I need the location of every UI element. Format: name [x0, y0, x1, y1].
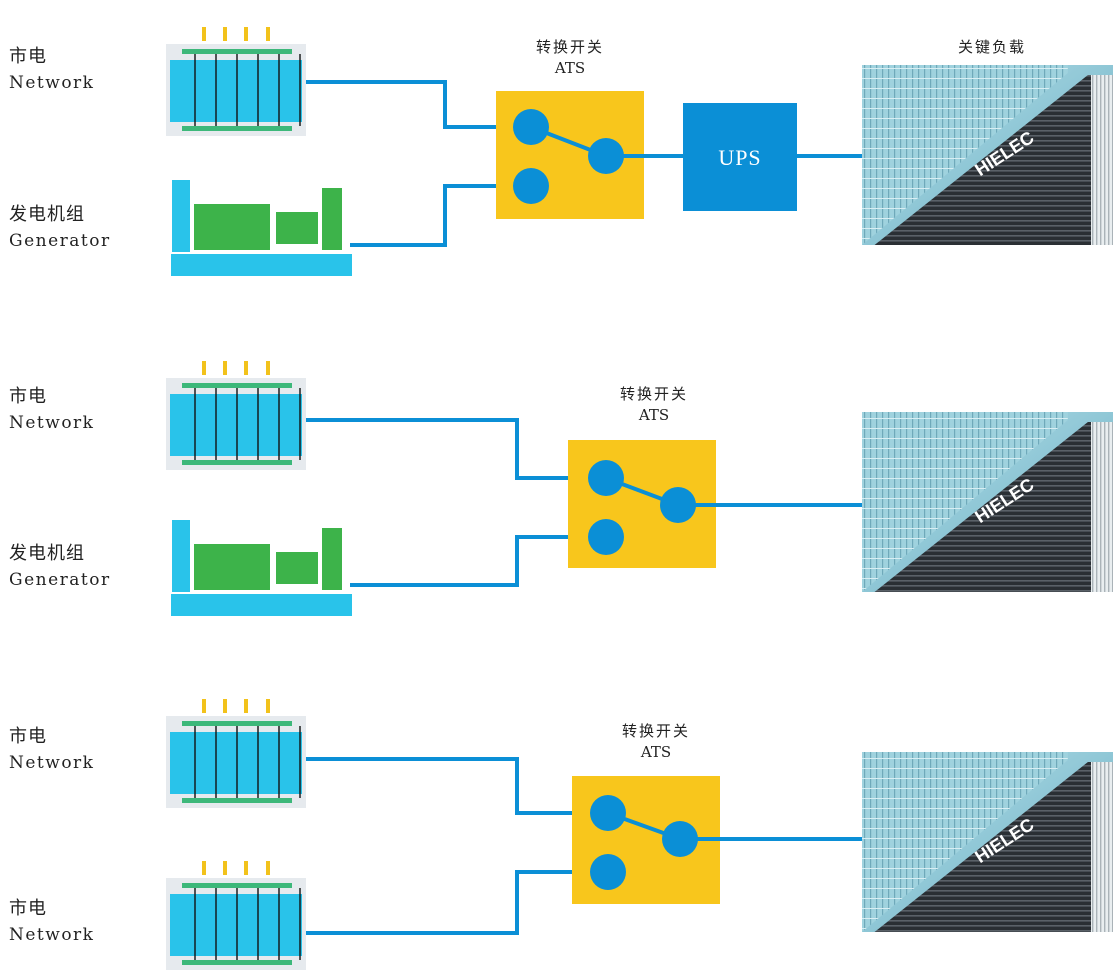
- transformer-icon: [166, 861, 306, 970]
- ats-label: 转换开关 ATS: [596, 720, 716, 762]
- source-name-cn: 发电机组: [9, 543, 85, 564]
- source-name-en: Network: [9, 73, 95, 93]
- building-photo: HIELEC: [862, 412, 1113, 592]
- ats-name-en: ATS: [640, 743, 672, 761]
- source-name-cn: 市电: [9, 726, 47, 747]
- wire: [306, 870, 608, 935]
- building-photo: HIELEC: [862, 65, 1113, 245]
- source-name-en: Network: [9, 413, 95, 433]
- source-name-cn: 市电: [9, 386, 47, 407]
- section-2: HIELEC: [166, 361, 1113, 616]
- ats-label: 转换开关 ATS: [594, 383, 714, 425]
- switch-input-b: [513, 168, 549, 204]
- ats-name-cn: 转换开关: [621, 722, 690, 740]
- ats-name-cn: 转换开关: [535, 38, 604, 56]
- switch-input-b: [590, 854, 626, 890]
- source-name-en: Network: [9, 753, 95, 773]
- switch-input-b: [588, 519, 624, 555]
- source-name-en: Generator: [9, 231, 111, 251]
- source-name-en: Generator: [9, 570, 111, 590]
- ups-box: [683, 103, 797, 211]
- transformer-icon: [166, 361, 306, 470]
- section-1: UPS HIELEC: [166, 27, 1113, 276]
- ats-name-en: ATS: [554, 59, 586, 77]
- switch-input-a: [588, 460, 624, 496]
- transformer-icon: [166, 27, 306, 136]
- switch-input-a: [513, 109, 549, 145]
- switch-input-a: [590, 795, 626, 831]
- ats-label: 转换开关 ATS: [510, 36, 630, 78]
- transformer-icon: [166, 699, 306, 808]
- generator-icon: [171, 520, 352, 616]
- wire: [306, 418, 606, 480]
- ats-name-cn: 转换开关: [619, 385, 688, 403]
- source-name-cn: 市电: [9, 46, 47, 67]
- ats-name-en: ATS: [638, 406, 670, 424]
- wire: [350, 184, 531, 247]
- section-3: HIELEC: [166, 699, 1113, 970]
- generator-icon: [171, 180, 352, 276]
- ups-label: UPS: [718, 145, 761, 170]
- source-name-en: Network: [9, 925, 95, 945]
- wire: [306, 757, 608, 815]
- source-name-cn: 发电机组: [9, 204, 85, 225]
- wire: [306, 80, 531, 129]
- source-name-cn: 市电: [9, 898, 47, 919]
- wire: [350, 535, 606, 587]
- building-photo: HIELEC: [862, 752, 1113, 932]
- load-label: 关键负载: [958, 38, 1027, 56]
